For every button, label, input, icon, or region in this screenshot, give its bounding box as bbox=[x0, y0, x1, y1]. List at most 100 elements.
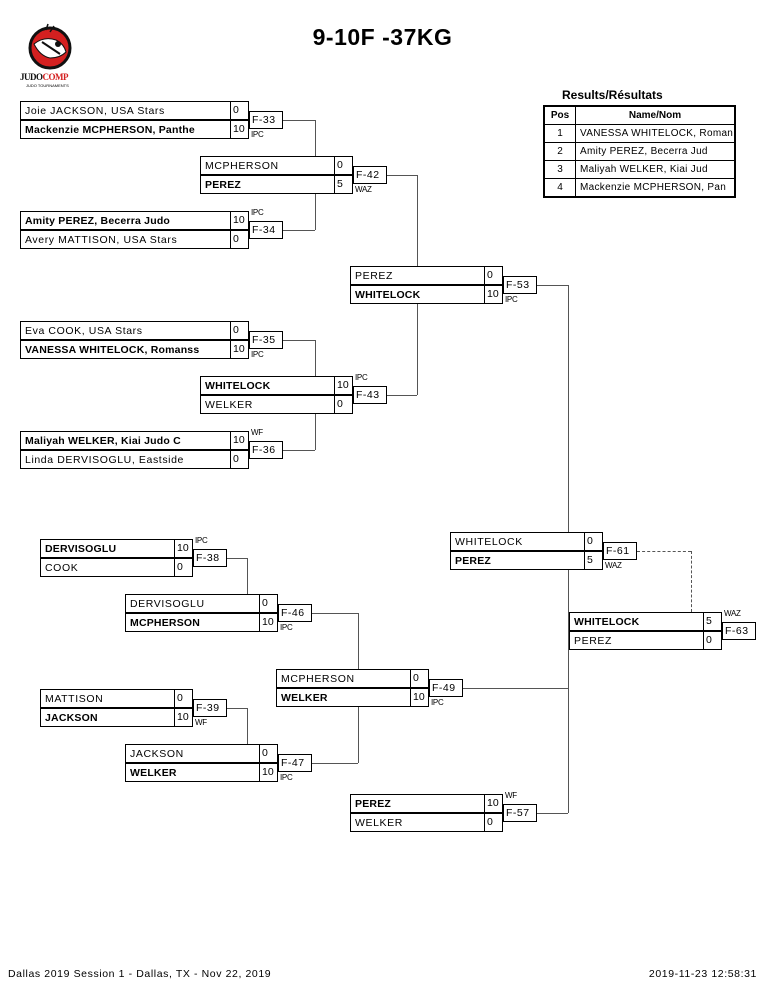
competitor-name: Mackenzie MCPHERSON, Panthe bbox=[25, 124, 195, 136]
competitor-score: 0 bbox=[584, 533, 603, 550]
match-number-box[interactable]: F-39 bbox=[193, 699, 227, 717]
judo-logo-icon bbox=[28, 23, 72, 70]
connector-line bbox=[283, 230, 315, 231]
competitor-name: MATTISON bbox=[45, 693, 104, 705]
competitor-row-top[interactable]: MATTISON 0 bbox=[40, 689, 193, 708]
competitor-name: WHITELOCK bbox=[574, 616, 640, 628]
match-number-box[interactable]: F-36 bbox=[249, 441, 283, 459]
win-type-label: WAZ bbox=[605, 561, 622, 570]
result-pos: 1 bbox=[543, 124, 576, 143]
competitor-name: WELKER bbox=[130, 767, 177, 779]
match-number-box[interactable]: F-46 bbox=[278, 604, 312, 622]
competitor-row-bottom[interactable]: JACKSON 10 bbox=[40, 708, 193, 727]
competitor-score: 10 bbox=[230, 121, 249, 138]
result-name: Maliyah WELKER, Kiai Jud bbox=[575, 160, 736, 179]
match-number-box[interactable]: F-63 bbox=[722, 622, 756, 640]
competitor-score: 10 bbox=[484, 286, 503, 303]
win-type-label: WF bbox=[195, 718, 207, 727]
competitor-row-top[interactable]: WHITELOCK 0 bbox=[450, 532, 603, 551]
competitor-row-bottom[interactable]: Mackenzie MCPHERSON, Panthe 10 bbox=[20, 120, 249, 139]
match-number-box[interactable]: F-49 bbox=[429, 679, 463, 697]
competitor-row-top[interactable]: WHITELOCK 5 bbox=[569, 612, 722, 631]
repechage-connector bbox=[691, 551, 692, 612]
connector-line bbox=[315, 414, 316, 450]
competitor-score: 5 bbox=[584, 552, 603, 569]
competitor-name: WHITELOCK bbox=[455, 536, 523, 548]
competitor-name: Joie JACKSON, USA Stars bbox=[25, 105, 165, 117]
match-number-box[interactable]: F-35 bbox=[249, 331, 283, 349]
connector-line bbox=[227, 558, 247, 559]
competitor-score: 10 bbox=[230, 432, 249, 449]
results-row: 4 Mackenzie MCPHERSON, Pan bbox=[543, 178, 736, 198]
connector-line bbox=[387, 395, 417, 396]
competitor-score: 0 bbox=[230, 322, 249, 339]
competitor-score: 0 bbox=[703, 632, 722, 649]
match-number-box[interactable]: F-38 bbox=[193, 549, 227, 567]
match-number-box[interactable]: F-57 bbox=[503, 804, 537, 822]
competitor-row-bottom[interactable]: WELKER 10 bbox=[125, 763, 278, 782]
competitor-name: Maliyah WELKER, Kiai Judo C bbox=[25, 435, 181, 447]
competitor-name: PEREZ bbox=[205, 179, 242, 191]
event-info: Dallas 2019 Session 1 - Dallas, TX - Nov… bbox=[8, 968, 272, 980]
competitor-score: 10 bbox=[334, 377, 353, 394]
win-type-label: IPC bbox=[431, 698, 444, 707]
logo-text-judo: JUDO bbox=[20, 72, 43, 82]
match-number-box[interactable]: F-34 bbox=[249, 221, 283, 239]
competitor-score: 10 bbox=[230, 341, 249, 358]
competitor-score: 0 bbox=[174, 690, 193, 707]
match-number-box[interactable]: F-47 bbox=[278, 754, 312, 772]
competitor-name: WELKER bbox=[205, 399, 253, 411]
competitor-name: Amity PEREZ, Becerra Judo bbox=[25, 215, 171, 227]
results-header-row: Pos Name/Nom bbox=[543, 105, 736, 125]
competitor-name: JACKSON bbox=[45, 712, 98, 724]
win-type-label: IPC bbox=[251, 208, 264, 217]
competitor-name: MCPHERSON bbox=[205, 160, 279, 172]
match-number-box[interactable]: F-53 bbox=[503, 276, 537, 294]
results-col-name: Name/Nom bbox=[575, 105, 736, 125]
competitor-score: 0 bbox=[230, 231, 249, 248]
competitor-score: 10 bbox=[259, 764, 278, 781]
match-number-box[interactable]: F-42 bbox=[353, 166, 387, 184]
competitor-row-bottom[interactable]: VANESSA WHITELOCK, Romanss 10 bbox=[20, 340, 249, 359]
competitor-score: 0 bbox=[410, 670, 429, 687]
competitor-score: 5 bbox=[703, 613, 722, 630]
competitor-score: 10 bbox=[410, 689, 429, 706]
win-type-label: IPC bbox=[280, 623, 293, 632]
competitor-score: 10 bbox=[174, 540, 193, 557]
competitor-score: 10 bbox=[174, 709, 193, 726]
match-number-box[interactable]: F-43 bbox=[353, 386, 387, 404]
competitor-name: VANESSA WHITELOCK, Romanss bbox=[25, 344, 200, 356]
competitor-score: 0 bbox=[484, 267, 503, 284]
logo-subtitle: JUDO TOURNAMENTS bbox=[26, 83, 69, 88]
win-type-label: IPC bbox=[251, 130, 264, 139]
competitor-score: 0 bbox=[230, 451, 249, 468]
connector-line bbox=[568, 285, 569, 532]
competitor-row-top[interactable]: Maliyah WELKER, Kiai Judo C 10 bbox=[20, 431, 249, 450]
connector-line bbox=[247, 558, 248, 594]
print-timestamp: 2019-11-23 12:58:31 bbox=[648, 968, 757, 980]
match-number-box[interactable]: F-33 bbox=[249, 111, 283, 129]
match-number-box[interactable]: F-61 bbox=[603, 542, 637, 560]
